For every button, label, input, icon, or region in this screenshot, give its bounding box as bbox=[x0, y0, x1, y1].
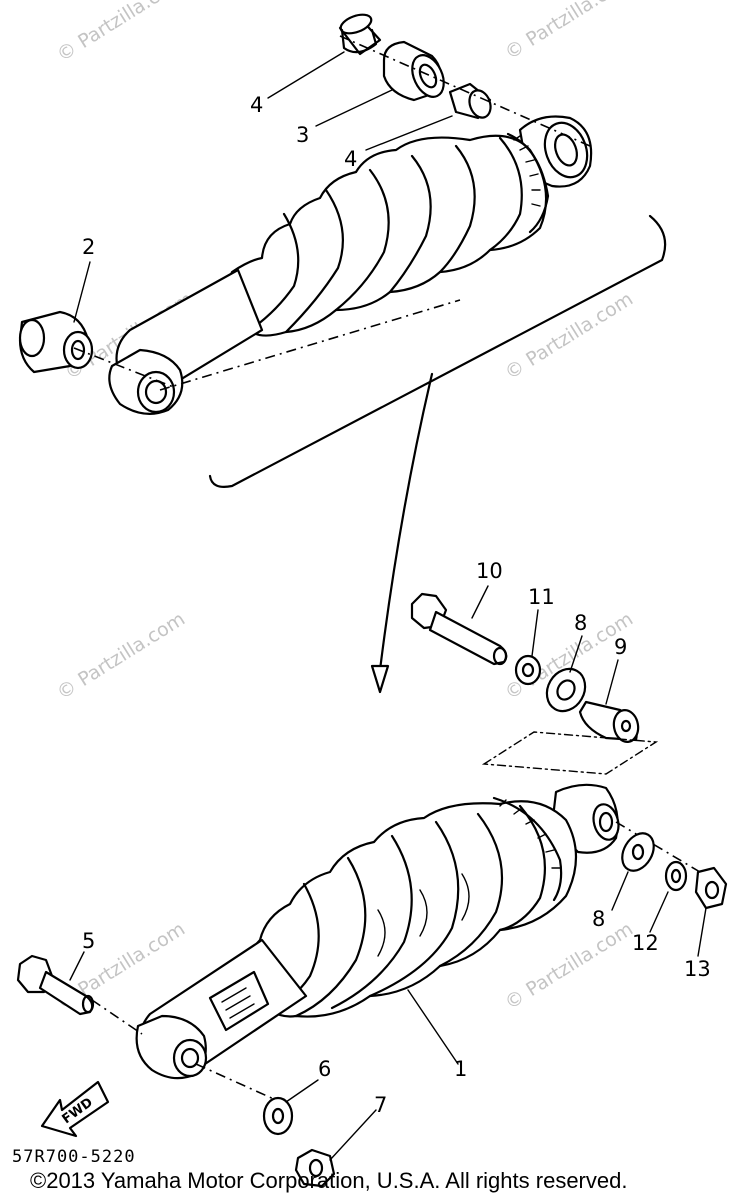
callout-4: 4 bbox=[344, 147, 357, 171]
diagram-code: 57R700-5220 bbox=[12, 1147, 136, 1167]
assembly-arrow bbox=[378, 372, 434, 672]
watermark: © Partzilla.com bbox=[53, 0, 189, 66]
nut-13 bbox=[694, 866, 728, 910]
copyright-notice: ©2013 Yamaha Motor Corporation, U.S.A. A… bbox=[30, 1168, 627, 1193]
rear-shock-absorber-1 bbox=[91, 783, 701, 1101]
assembly-guide-plane bbox=[481, 731, 659, 775]
callout-11: 11 bbox=[528, 585, 555, 609]
collar-9 bbox=[578, 700, 640, 743]
group-bracket bbox=[208, 214, 667, 488]
washer-11 bbox=[514, 654, 542, 686]
leader-lines bbox=[69, 51, 707, 1161]
callout-4: 4 bbox=[250, 93, 263, 117]
callout-8: 8 bbox=[592, 907, 605, 931]
washer-12 bbox=[664, 860, 688, 892]
spacer-4-lower bbox=[448, 82, 492, 120]
watermark: © Partzilla.com bbox=[501, 918, 637, 1014]
callout-3: 3 bbox=[296, 123, 309, 147]
bolt-10 bbox=[410, 592, 508, 666]
callout-13: 13 bbox=[684, 957, 711, 981]
bushing-3 bbox=[382, 40, 445, 102]
callout-10: 10 bbox=[476, 559, 503, 583]
callout-1: 1 bbox=[454, 1057, 467, 1081]
washer-6 bbox=[262, 1096, 294, 1136]
callout-2: 2 bbox=[82, 235, 95, 259]
callout-6: 6 bbox=[318, 1057, 331, 1081]
nut-7 bbox=[294, 1148, 336, 1188]
spacer-4-upper bbox=[338, 13, 382, 56]
top-shock-assembly bbox=[18, 13, 667, 694]
watermark: © Partzilla.com bbox=[53, 608, 189, 704]
mounting-hardware-upper bbox=[410, 592, 659, 775]
callout-9: 9 bbox=[614, 635, 627, 659]
watermark: © Partzilla.com bbox=[501, 288, 637, 384]
callout-5: 5 bbox=[82, 929, 95, 953]
callout-12: 12 bbox=[632, 931, 659, 955]
bearing-8 bbox=[545, 667, 587, 713]
callout-numbers: 4 3 4 2 10 11 8 9 1 8 12 13 5 6 7 bbox=[82, 93, 711, 1117]
callout-7: 7 bbox=[374, 1093, 387, 1117]
collar-2 bbox=[18, 310, 94, 374]
washer-8 bbox=[621, 832, 655, 872]
mounting-hardware-lower: FWD bbox=[16, 832, 728, 1188]
bolt-5 bbox=[16, 954, 95, 1016]
callout-8: 8 bbox=[574, 611, 587, 635]
fwd-arrow-icon: FWD bbox=[40, 1080, 110, 1138]
watermark: © Partzilla.com bbox=[501, 0, 637, 64]
